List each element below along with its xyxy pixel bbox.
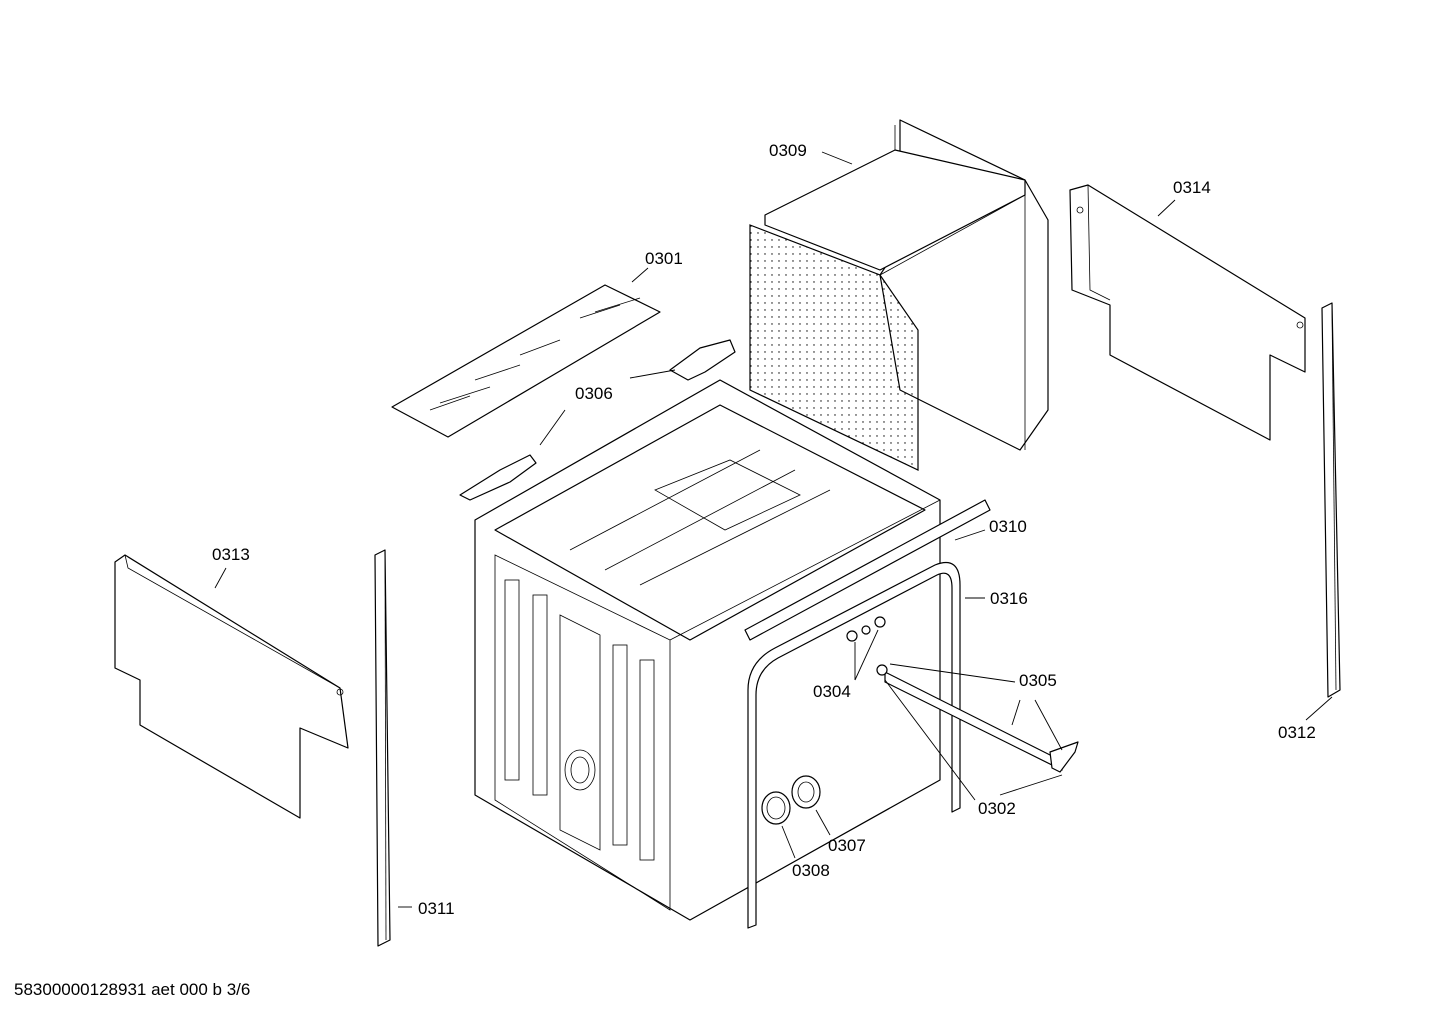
- label-0311: 0311: [418, 899, 455, 918]
- label-0302: 0302: [978, 799, 1016, 818]
- part-0306-bracket-lower: [459, 454, 537, 501]
- label-0305: 0305: [1019, 671, 1057, 690]
- label-0301: 0301: [645, 249, 683, 268]
- label-0310: 0310: [989, 517, 1027, 536]
- part-0306-bracket-upper: [669, 339, 736, 381]
- label-0313: 0313: [212, 545, 250, 564]
- label-0309: 0309: [769, 141, 807, 160]
- part-0311-vertical-strip: [374, 549, 391, 947]
- part-0309-insulation-box: [749, 119, 1049, 471]
- label-0314: 0314: [1173, 178, 1211, 197]
- label-0312: 0312: [1278, 723, 1316, 742]
- part-0308-ring: [761, 791, 791, 825]
- label-0316: 0316: [990, 589, 1028, 608]
- label-0306: 0306: [575, 384, 613, 403]
- leader-lines: [214, 151, 1333, 908]
- part-0313-side-panel: [114, 554, 349, 819]
- part-0307-cap: [791, 775, 821, 809]
- part-tub-body: [474, 379, 941, 921]
- label-0304: 0304: [813, 682, 851, 701]
- document-footer-code: 58300000128931 aet 000 b 3/6: [14, 980, 251, 999]
- part-0314-side-panel: [1069, 184, 1306, 441]
- part-0312-vertical-strip: [1321, 302, 1341, 698]
- part-0310-frame-rail: [744, 499, 991, 641]
- part-0304-screws: [846, 616, 886, 642]
- label-0307: 0307: [828, 836, 866, 855]
- part-0305-hinge-arm: [876, 664, 1079, 773]
- callout-labels: 0309 0314 0301 0306 0313 0310 0316 0304 …: [212, 141, 1316, 918]
- label-0308: 0308: [792, 861, 830, 880]
- part-0316-gasket: [747, 561, 961, 929]
- part-0301-top-sheet: [391, 284, 661, 438]
